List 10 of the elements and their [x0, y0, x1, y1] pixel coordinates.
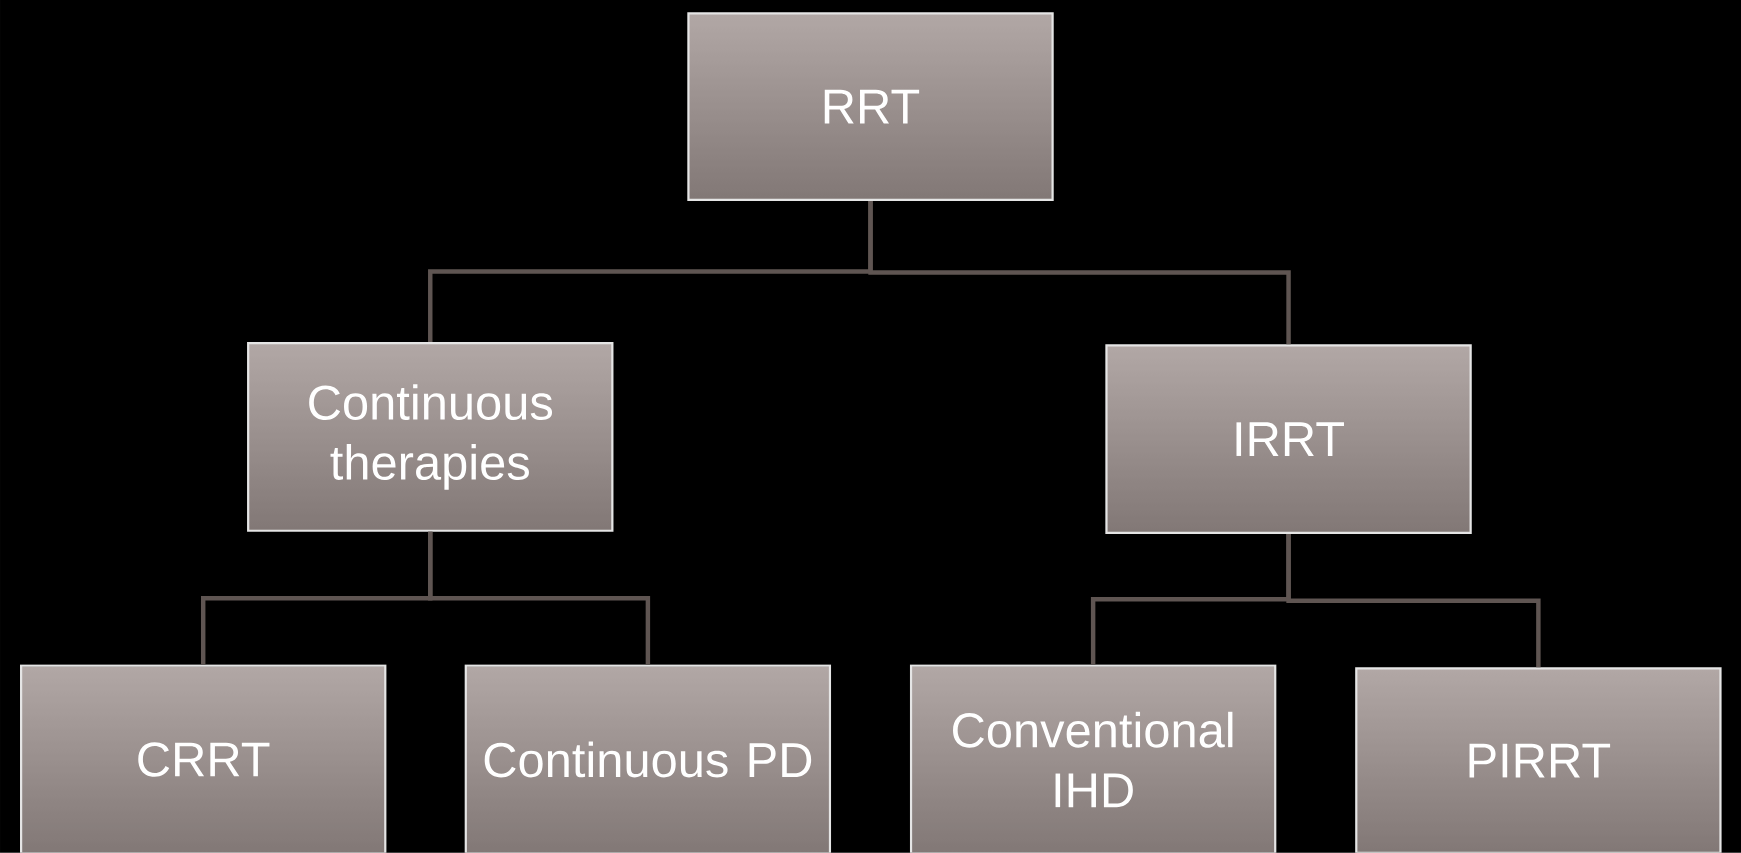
- connector-line: [868, 201, 1291, 345]
- process-box: Continuous PD: [464, 664, 832, 853]
- connector-line: [428, 532, 651, 665]
- process-box: IRRT: [1105, 344, 1472, 535]
- process-box: CRRT: [20, 664, 387, 853]
- process-box: RRT: [687, 12, 1054, 202]
- connector-line: [1286, 534, 1541, 668]
- process-box: PIRRT: [1355, 667, 1722, 853]
- process-box: Continuous therapies: [247, 342, 614, 532]
- process-box: Conventional IHD: [909, 664, 1277, 853]
